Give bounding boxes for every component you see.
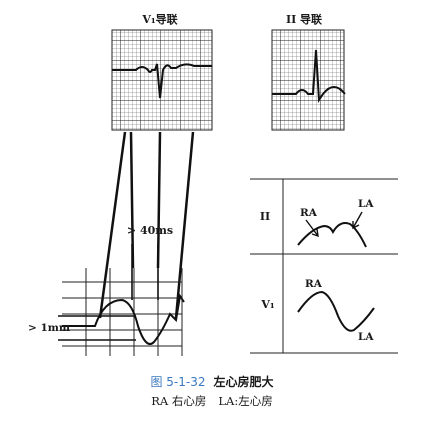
zoom-grid xyxy=(62,268,183,356)
abbrev-la: LA:左心房 xyxy=(218,394,273,408)
v1-lead-panel: V₁导联 xyxy=(111,12,213,131)
v1-lead-title: V₁导联 xyxy=(141,12,177,26)
lead-ii-notched-p-wave xyxy=(297,222,367,248)
lead-ii-ecg-trace xyxy=(272,49,346,104)
figure-number: 图 5-1-32 xyxy=(150,375,206,389)
lead-ii-ra-label: RA xyxy=(300,207,318,219)
lead-ii-la-arrow xyxy=(352,211,363,230)
figure-title: 左心房肥大 xyxy=(213,375,274,389)
lead-ii-ecg-grid xyxy=(271,29,345,131)
abbrev-ra: RA 右心房 xyxy=(151,394,207,408)
figure-caption: 图 5-1-32 左心房肥大 xyxy=(0,373,424,390)
figure-abbreviations: RA 右心房 LA:左心房 xyxy=(0,393,424,409)
lead-ii-panel: II 导联 xyxy=(271,12,346,131)
v1-ecg-trace xyxy=(112,63,212,99)
row-lead-v1-label: V₁ xyxy=(260,298,275,311)
lead-ii-ra-arrow xyxy=(305,219,319,238)
zoomed-p-wave-trace xyxy=(62,293,185,345)
p-wave-morphology-diagram: II V₁ RA LA RA LA xyxy=(250,178,398,354)
lead-v1-la-label: LA xyxy=(358,331,374,343)
lead-v1-biphasic-p-wave xyxy=(297,290,375,332)
lead-ii-la-label: LA xyxy=(358,198,374,210)
row-lead-ii-label: II xyxy=(260,210,270,223)
zoomed-p-wave-detail: > 40ms > 1mm xyxy=(28,224,185,356)
amplitude-label: > 1mm xyxy=(28,322,70,334)
duration-label: > 40ms xyxy=(127,224,173,237)
lead-v1-ra-label: RA xyxy=(305,278,323,290)
lead-ii-title: II 导联 xyxy=(286,12,322,26)
